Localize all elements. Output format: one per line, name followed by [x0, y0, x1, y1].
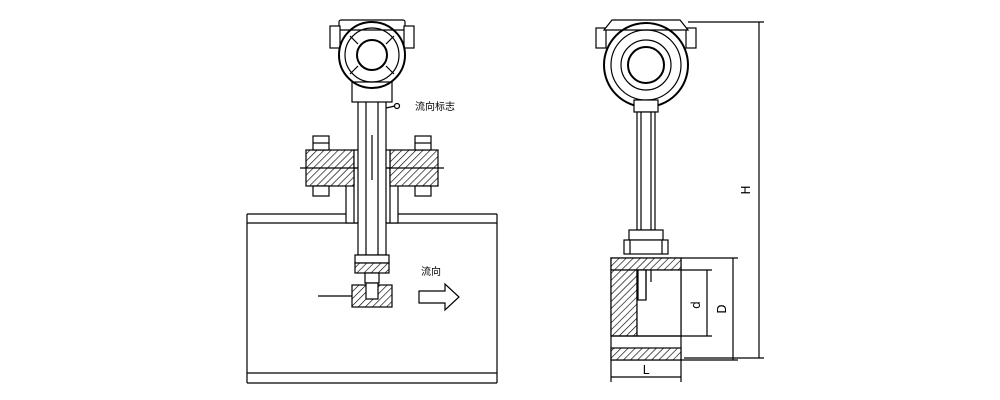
side-view: H d D L: [595, 19, 764, 382]
flow-mark-label: 流向标志: [415, 100, 455, 113]
dimension-height: H: [684, 21, 764, 359]
flow-direction-label: 流向: [421, 265, 441, 278]
flow-arrow: [418, 282, 460, 312]
transmitter-head: [329, 19, 415, 89]
flow-mark-pointer: [385, 102, 401, 110]
dimension-l-label: L: [643, 363, 650, 377]
dimension-length: L: [610, 360, 682, 382]
dimension-outer-diameter: D: [681, 257, 738, 361]
dimension-big-d-label: D: [715, 304, 729, 313]
bolt: [312, 135, 432, 197]
meter-body-section: [610, 257, 682, 361]
dimension-h-label: H: [739, 185, 753, 194]
sensor-stem-side: [623, 111, 669, 255]
transmitter-head-side: [595, 19, 697, 113]
sensor-stem: [351, 81, 393, 256]
dimension-d-label: d: [689, 301, 703, 309]
dimension-inner-diameter: d: [681, 269, 712, 337]
front-view: 流向标志 流向: [246, 19, 498, 384]
vortex-sensor: [318, 254, 393, 308]
